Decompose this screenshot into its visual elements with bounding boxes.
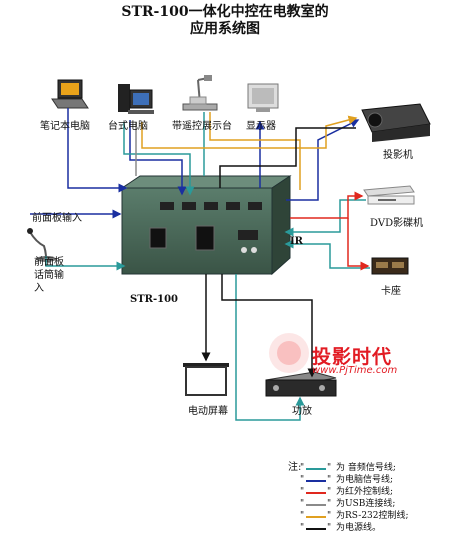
label-desktop: 台式电脑 <box>108 121 148 132</box>
rs232-presenter-line <box>209 112 301 190</box>
desktop-audio-line <box>123 122 195 196</box>
box-to-amplifier-audio <box>235 274 305 421</box>
label-dvd: DVD影碟机 <box>370 218 424 229</box>
diagram-title-line1: STR-100一体化中控在电教室的 <box>121 4 329 20</box>
dvd-player-icon <box>363 185 415 205</box>
legend-prefix: 注: <box>288 462 302 473</box>
laptop-vga-line <box>67 108 128 193</box>
legend-swatch <box>306 480 326 482</box>
legend-swatch <box>306 516 326 518</box>
label-ir: IR <box>290 236 303 247</box>
laptop-icon <box>51 79 89 109</box>
ir-to-dvd-line <box>290 191 364 219</box>
projection-screen-icon <box>183 363 229 396</box>
mic-to-box-line <box>45 256 126 271</box>
ir-to-cassette-line <box>347 218 370 271</box>
legend-swatch <box>306 468 326 470</box>
monitor-icon <box>247 83 279 112</box>
power-to-projector-line <box>219 127 356 188</box>
label-screen: 电动屏幕 <box>188 406 228 417</box>
label-monitor: 显示器 <box>246 121 276 132</box>
diagram-title-line2: 应用系统图 <box>190 21 260 37</box>
cassette-audio-line <box>284 239 370 269</box>
desktop-computer-icon <box>118 84 154 114</box>
projector-icon <box>361 103 431 142</box>
label-laptop: 笔记本电脑 <box>40 121 90 132</box>
label-presenter: 带遥控展示台 <box>172 121 232 132</box>
label-front-input: 前面板输入 <box>32 213 82 224</box>
legend-swatch <box>306 492 326 494</box>
watermark-text: 投影时代 <box>312 346 393 368</box>
label-projector: 投影机 <box>383 150 413 161</box>
legend-swatch <box>306 528 326 530</box>
watermark-logo <box>269 333 309 373</box>
desktop-vga-line <box>129 120 187 196</box>
visual-presenter-icon <box>182 75 218 111</box>
amplifier-icon <box>265 371 337 397</box>
rs232-projector-line <box>141 115 358 149</box>
cassette-deck-icon <box>371 257 409 275</box>
watermark-url: www.PjTime.com <box>312 365 398 376</box>
str100-control-box <box>120 175 292 276</box>
label-front-mic: 前面板话筒输入 <box>34 257 64 294</box>
label-cassette: 卡座 <box>381 286 401 297</box>
power-to-amplifier-line <box>221 274 317 378</box>
legend-swatch <box>306 504 326 506</box>
dvd-audio-line <box>284 199 366 237</box>
label-amplifier: 功放 <box>292 406 312 417</box>
label-str100: STR-100 <box>130 294 178 305</box>
box-to-projector-vga <box>286 119 360 201</box>
